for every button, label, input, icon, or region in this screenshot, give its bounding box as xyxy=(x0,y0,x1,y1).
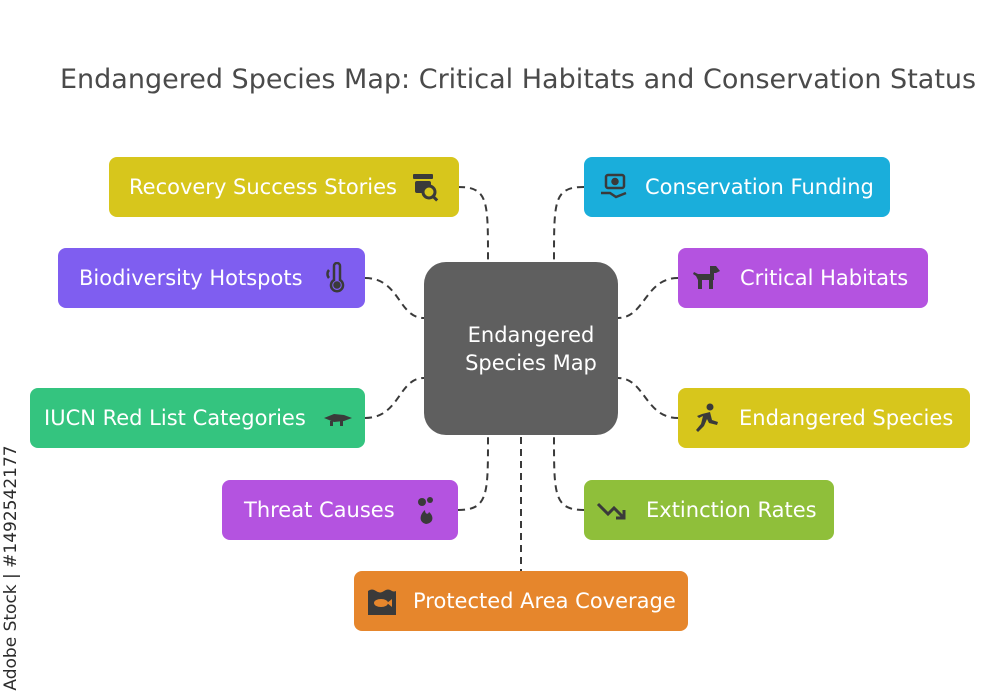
watermark-text: Adobe Stock | #1492542177 xyxy=(1,445,21,691)
node-critical-habitats[interactable]: Critical Habitats xyxy=(678,248,928,308)
connector-funding xyxy=(553,186,585,261)
node-iucn-red-list-categories[interactable]: IUCN Red List Categories xyxy=(30,388,365,448)
node-label: Conservation Funding xyxy=(645,175,874,199)
connector-biodiversity xyxy=(364,277,425,319)
node-protected-area-coverage[interactable]: Protected Area Coverage xyxy=(354,571,688,631)
node-label: Protected Area Coverage xyxy=(413,589,676,613)
running-person-icon xyxy=(690,402,722,434)
trend-down-icon xyxy=(596,494,628,526)
fish-habitat-icon xyxy=(366,585,398,617)
node-recovery-success-stories[interactable]: Recovery Success Stories xyxy=(109,157,459,217)
fire-smoke-icon xyxy=(412,494,444,526)
node-label: Critical Habitats xyxy=(740,266,909,290)
node-label: Biodiversity Hotspots xyxy=(79,266,303,290)
thermometer-icon xyxy=(320,262,352,294)
stock-watermark: Adobe Stock | #1492542177 xyxy=(0,445,28,691)
node-biodiversity-hotspots[interactable]: Biodiversity Hotspots xyxy=(58,248,365,308)
node-threat-causes[interactable]: Threat Causes xyxy=(222,480,458,540)
node-label: Threat Causes xyxy=(244,498,395,522)
node-conservation-funding[interactable]: Conservation Funding xyxy=(584,157,890,217)
diagram-title: Endangered Species Map: Critical Habitat… xyxy=(60,64,977,95)
connector-recovery xyxy=(457,186,489,261)
node-label: IUCN Red List Categories xyxy=(44,406,306,430)
node-label: Recovery Success Stories xyxy=(129,175,397,199)
connector-threat xyxy=(457,436,489,511)
node-label: Endangered Species xyxy=(739,406,954,430)
dog-icon xyxy=(690,262,722,294)
node-label: Extinction Rates xyxy=(646,498,817,522)
node-endangered-species[interactable]: Endangered Species xyxy=(678,388,970,448)
money-hand-icon xyxy=(598,171,630,203)
connector-extinction xyxy=(553,436,585,511)
connector-endangered xyxy=(617,377,679,419)
center-node[interactable]: Endangered Species Map xyxy=(424,262,618,435)
node-extinction-rates[interactable]: Extinction Rates xyxy=(584,480,834,540)
center-node-label: Endangered Species Map xyxy=(465,322,597,375)
connector-habitats xyxy=(617,277,679,319)
crocodile-icon xyxy=(322,402,354,434)
connector-iucn xyxy=(364,377,425,419)
award-search-icon xyxy=(409,171,441,203)
